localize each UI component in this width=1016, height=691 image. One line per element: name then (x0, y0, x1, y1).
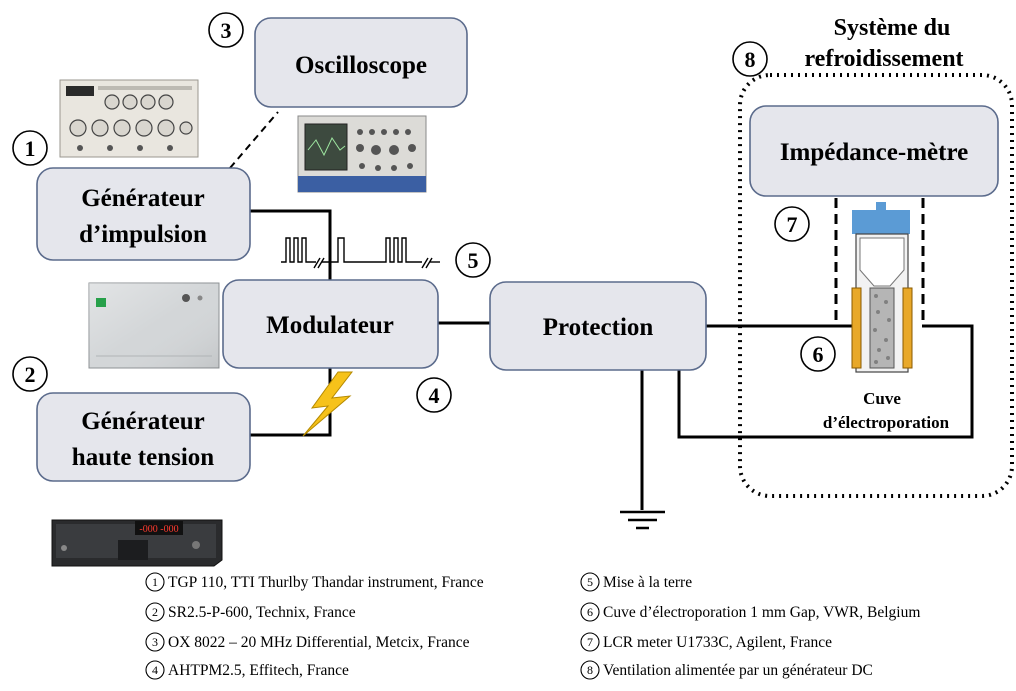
wire-pulse-to-modulator (250, 209, 332, 280)
svg-text:LCR meter U1733C, Agilent, Fra: LCR meter U1733C, Agilent, France (603, 634, 832, 651)
pulse-generator-photo (59, 79, 199, 158)
pulse-generator-label-line1: Générateur (81, 185, 205, 212)
protection-block: Protection (489, 281, 707, 371)
cooling-title-line1: Système du (834, 15, 951, 41)
cuvette-label-line2: d’électroporation (823, 413, 950, 432)
hv-display-readout: -000 -000 (139, 524, 178, 535)
pulse-generator-block: Générateur d’impulsion (36, 167, 251, 261)
marker-7: 7 (774, 206, 810, 242)
svg-text:Cuve d’électroporation 1 mm Ga: Cuve d’électroporation 1 mm Gap, VWR, Be… (603, 604, 920, 621)
legend: 1 TGP 110, TTI Thurlby Thandar instrumen… (145, 572, 920, 680)
svg-text:3: 3 (221, 18, 232, 43)
cuvette-icon (834, 198, 925, 373)
legend-item: 1 TGP 110, TTI Thurlby Thandar instrumen… (145, 572, 484, 592)
protection-label: Protection (543, 314, 654, 341)
svg-text:2: 2 (25, 362, 36, 387)
oscilloscope-block: Oscilloscope (254, 17, 468, 108)
wire-cuvette-return (677, 324, 974, 439)
pulse-train-icon (281, 237, 440, 269)
impedance-meter-label: Impédance-mètre (780, 139, 968, 166)
impedance-meter-block: Impédance-mètre (749, 105, 999, 197)
marker-6: 6 (800, 336, 836, 372)
hv-generator-label-line1: Générateur (81, 408, 205, 435)
svg-text:AHTPM2.5, Effitech, France: AHTPM2.5, Effitech, France (168, 662, 349, 679)
legend-item: 7 LCR meter U1733C, Agilent, France (580, 632, 832, 652)
svg-text:2: 2 (152, 605, 158, 619)
hv-generator-label-line2: haute tension (72, 444, 214, 471)
marker-3: 3 (208, 12, 244, 48)
oscilloscope-label: Oscilloscope (295, 52, 427, 79)
probe-dashed-line (229, 111, 279, 169)
svg-text:6: 6 (587, 605, 593, 619)
hv-generator-photo: -000 -000 (51, 519, 223, 567)
marker-4: 4 (416, 377, 452, 413)
svg-text:8: 8 (745, 47, 756, 72)
cuvette-label-line1: Cuve (863, 389, 901, 408)
marker-5: 5 (455, 242, 491, 278)
legend-item: 5 Mise à la terre (580, 572, 692, 592)
modulator-photo (88, 282, 220, 369)
marker-8: 8 (732, 41, 768, 77)
ground-icon (620, 510, 665, 530)
marker-1: 1 (12, 130, 48, 166)
legend-item: 3 OX 8022 – 20 MHz Differential, Metcix,… (145, 632, 470, 652)
svg-text:SR2.5-P-600, Technix, France: SR2.5-P-600, Technix, France (168, 604, 356, 621)
hv-generator-block: Générateur haute tension (36, 392, 251, 482)
svg-text:7: 7 (587, 635, 593, 649)
svg-text:1: 1 (25, 136, 36, 161)
svg-text:7: 7 (787, 212, 798, 237)
svg-text:8: 8 (587, 663, 593, 677)
svg-text:5: 5 (468, 248, 479, 273)
oscilloscope-photo (297, 115, 427, 193)
legend-item: 6 Cuve d’électroporation 1 mm Gap, VWR, … (580, 602, 920, 622)
modulator-label: Modulateur (266, 312, 394, 339)
svg-text:Mise à la terre: Mise à la terre (603, 574, 692, 591)
svg-text:5: 5 (587, 575, 593, 589)
legend-item: 8 Ventilation alimentée par un générateu… (580, 660, 873, 680)
cooling-system-boundary (738, 73, 1014, 498)
modulator-block: Modulateur (222, 279, 439, 369)
svg-text:6: 6 (813, 342, 824, 367)
high-voltage-lightning-icon (302, 371, 354, 437)
svg-text:4: 4 (429, 383, 440, 408)
legend-item: 4 AHTPM2.5, Effitech, France (145, 660, 349, 680)
svg-text:3: 3 (152, 635, 158, 649)
svg-text:4: 4 (152, 663, 158, 677)
marker-2: 2 (12, 356, 48, 392)
legend-item: 2 SR2.5-P-600, Technix, France (145, 602, 356, 622)
svg-text:OX 8022 – 20 MHz Differential,: OX 8022 – 20 MHz Differential, Metcix, F… (168, 634, 470, 651)
svg-text:Ventilation alimentée par un g: Ventilation alimentée par un générateur … (603, 662, 873, 679)
pulse-generator-label-line2: d’impulsion (79, 221, 207, 248)
cooling-title-line2: refroidissement (804, 46, 963, 72)
svg-text:TGP 110, TTI Thurlby Thandar i: TGP 110, TTI Thurlby Thandar instrument,… (168, 574, 484, 591)
svg-text:1: 1 (152, 575, 158, 589)
